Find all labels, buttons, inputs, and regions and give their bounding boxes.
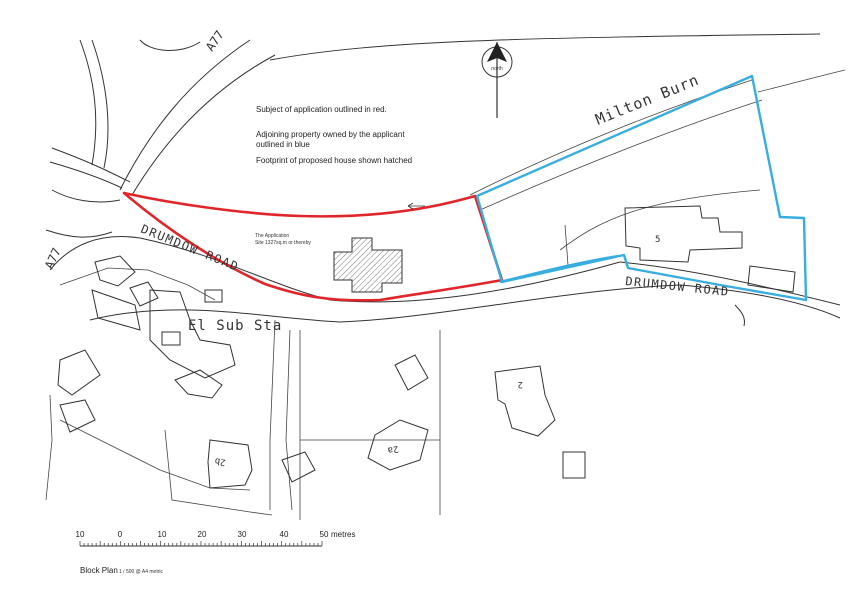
scale-tick-label: 10 <box>158 530 167 539</box>
house-2a-label: 2a <box>387 443 399 455</box>
north-arrow: north <box>481 42 513 118</box>
a77-west-label: A77 <box>42 246 64 272</box>
scale-tick-label: 10 <box>76 530 85 539</box>
house-2-label: 2 <box>518 379 523 389</box>
scale-tick-label: 20 <box>198 530 207 539</box>
scale-unit: metres <box>331 530 355 539</box>
application-site-boundary <box>122 191 504 302</box>
milton-burn-label: Milton Burn <box>593 71 702 129</box>
scale-tick-label: 0 <box>118 530 123 539</box>
house-5-label: 5 <box>655 235 660 245</box>
scale-tick-label: 50 <box>320 530 329 539</box>
note-blue-outline-line2: outlined in blue <box>256 140 310 149</box>
el-sub-sta-label: El Sub Sta <box>188 318 282 334</box>
plan-notes: Subject of application outlined in red. … <box>256 105 412 165</box>
applicant-property-boundary <box>475 74 808 302</box>
buildings <box>57 205 796 489</box>
block-plan-title: Block Plan <box>80 566 118 575</box>
scale-tick-label: 40 <box>280 530 289 539</box>
proposed-house-footprint <box>333 237 403 293</box>
house-2b-label: 2b <box>214 455 226 467</box>
north-label: north <box>491 66 503 72</box>
application-label-line2: Site 1327sq.m or thereby <box>255 240 311 246</box>
scale-bar: 10 0 10 20 30 40 50 metres Block Plan 1 … <box>76 530 356 575</box>
a77-north-label: A77 <box>203 28 227 54</box>
parcel-lines <box>45 189 761 520</box>
drumdow-road-west-label: DRUMDOW ROAD <box>139 222 241 274</box>
note-blue-outline-line1: Adjoining property owned by the applican… <box>256 130 405 139</box>
note-hatched-house: Footprint of proposed house shown hatche… <box>256 156 412 165</box>
scale-tick-label: 30 <box>238 530 247 539</box>
application-label-line1: The Application <box>255 233 289 239</box>
road-network <box>45 33 846 327</box>
note-red-outline: Subject of application outlined in red. <box>256 105 387 114</box>
block-plan-subtitle: 1 / 500 @ A4 metric <box>119 569 163 575</box>
site-arrow <box>407 202 425 210</box>
